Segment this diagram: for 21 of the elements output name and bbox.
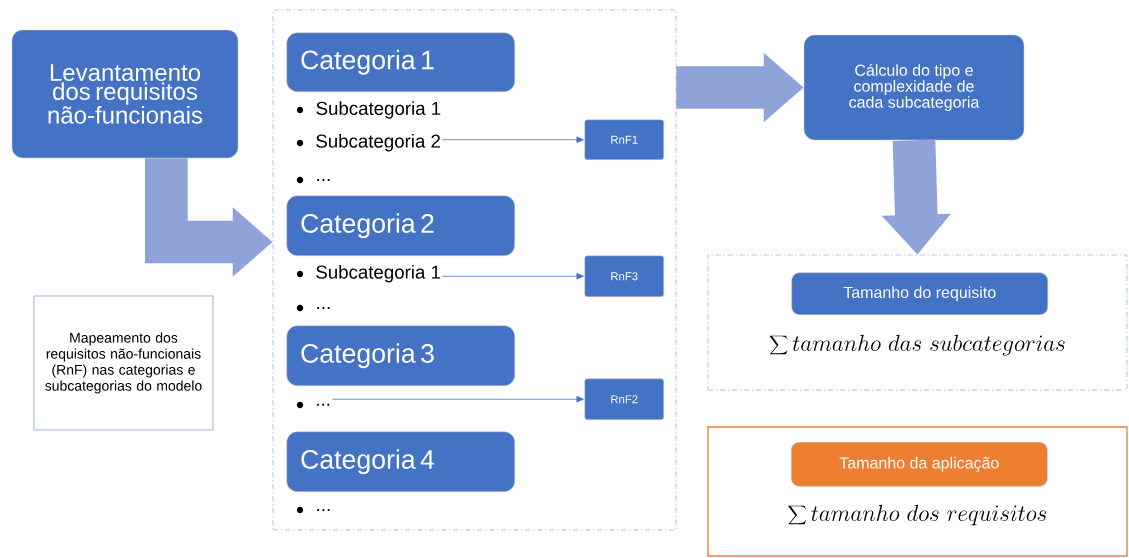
list-item: ...: [317, 307, 330, 309]
requirement-box: RnF3: [584, 255, 664, 297]
requirement-box: RnF2: [584, 378, 664, 420]
arrow: [332, 396, 584, 403]
process-box: Cálculo do tipo e complexidade de cada subcategoria: [803, 34, 1025, 141]
arrow: [442, 136, 584, 143]
category-box: Categoria 3: [286, 325, 515, 386]
note-box: Mapeamento dos requisitos não-funcionais (RnF) nas categorias e subcategorias do modelo: [33, 295, 214, 431]
list-item: Subcategoria 1: [316, 265, 440, 283]
heading-box: Tamanho da aplicação: [791, 442, 1048, 487]
list-item: ...: [317, 509, 330, 511]
requirement-box: RnF1: [584, 119, 664, 160]
process-box: Levantamento dos requisitos não-funcionais: [11, 29, 239, 159]
heading-box: Tamanho do requisito: [791, 272, 1048, 315]
category-box: Categoria 1: [286, 32, 515, 92]
list-item: ...: [317, 403, 330, 406]
group-frame: [272, 9, 677, 531]
arrow: [442, 273, 584, 280]
list-item: Subcategoria 2: [316, 134, 440, 152]
category-box: Categoria 2: [286, 195, 515, 256]
category-box: Categoria 4: [286, 431, 515, 492]
